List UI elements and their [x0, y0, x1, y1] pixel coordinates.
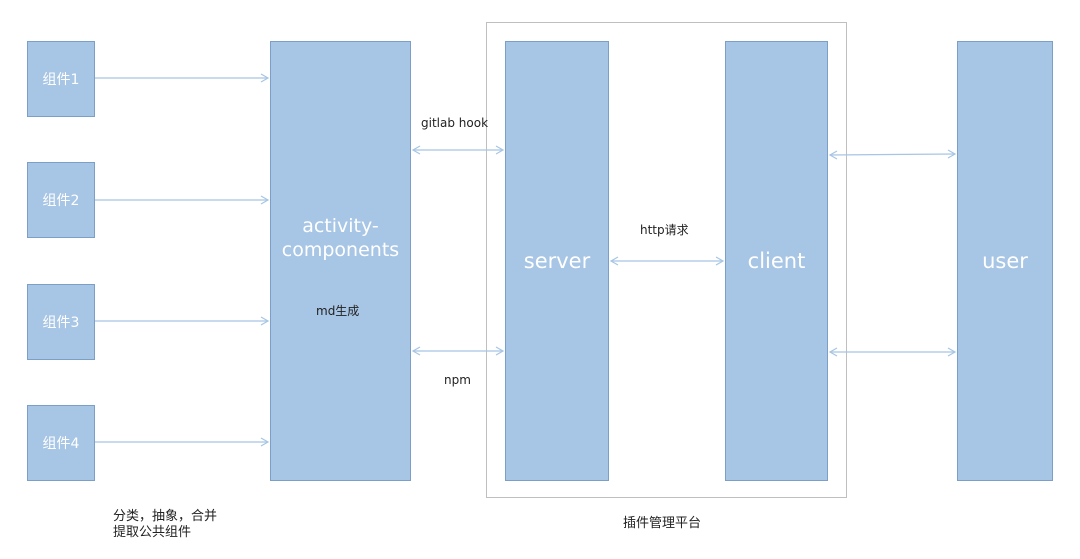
- arrow-client-user-upper: [828, 149, 957, 160]
- component-box-2[interactable]: 组件2: [27, 162, 95, 238]
- arrow-component3-to-activity: [95, 316, 270, 326]
- arrow-gitlab-hook: [411, 145, 505, 155]
- component-box-3[interactable]: 组件3: [27, 284, 95, 360]
- activity-components-label-line1: activity-: [302, 215, 379, 237]
- npm-label: npm: [444, 373, 471, 387]
- gitlab-hook-label: gitlab hook: [421, 116, 489, 130]
- plugin-platform-frame: [486, 22, 847, 498]
- server-box[interactable]: server: [505, 41, 609, 481]
- server-label: server: [523, 249, 591, 273]
- left-caption: 分类，抽象，合并 提取公共组件: [113, 509, 217, 541]
- activity-components-box[interactable]: activity- components: [270, 41, 411, 481]
- arrow-component1-to-activity: [95, 73, 270, 83]
- arrow-client-user-lower: [828, 347, 957, 357]
- user-box[interactable]: user: [957, 41, 1053, 481]
- component-box-4[interactable]: 组件4: [27, 405, 95, 481]
- platform-caption: 插件管理平台: [623, 516, 702, 531]
- component-label: 组件2: [42, 193, 80, 209]
- user-label: user: [982, 249, 1028, 273]
- http-request-label: http请求: [640, 223, 689, 237]
- component-label: 组件3: [42, 315, 80, 331]
- component-label: 组件4: [42, 436, 80, 452]
- arrow-npm: [411, 346, 505, 356]
- md-generation-note: md生成: [316, 304, 360, 318]
- left-caption-line2: 提取公共组件: [113, 525, 192, 540]
- component-box-1[interactable]: 组件1: [27, 41, 95, 117]
- component-label: 组件1: [42, 72, 80, 88]
- activity-components-label-line2: components: [281, 239, 400, 261]
- arrow-component2-to-activity: [95, 195, 270, 205]
- left-caption-line1: 分类，抽象，合并: [113, 509, 218, 524]
- arrow-component4-to-activity: [95, 437, 270, 447]
- client-label: client: [747, 249, 806, 273]
- client-box[interactable]: client: [725, 41, 828, 481]
- arrow-http: [609, 256, 725, 266]
